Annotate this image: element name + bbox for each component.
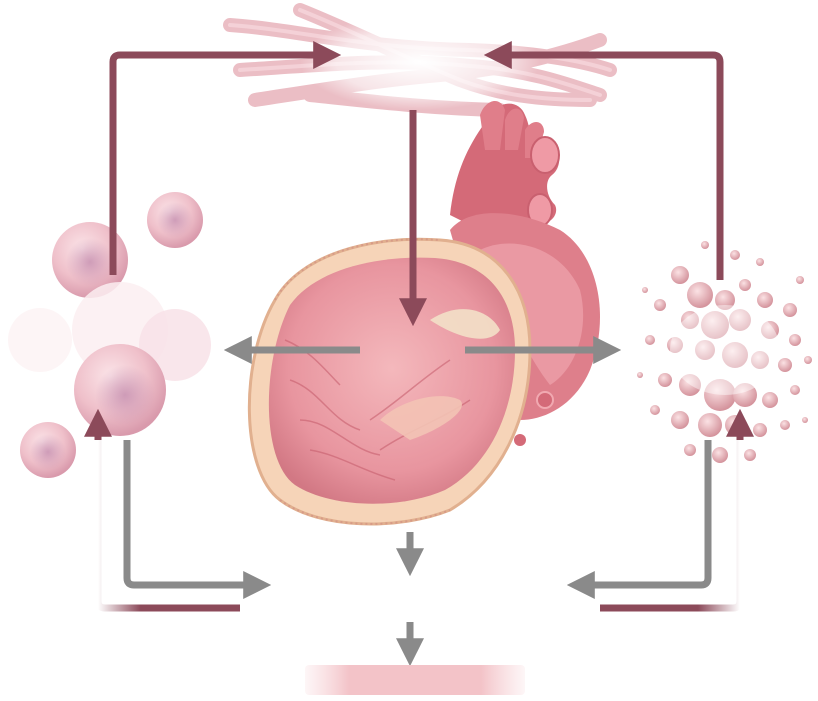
- vesicle-dot: [658, 373, 672, 387]
- vesicle-glow: [670, 305, 780, 395]
- vesicles-icon: [637, 241, 812, 463]
- vesicle-dot: [780, 420, 790, 430]
- vesicle-dot: [698, 413, 722, 437]
- vesicle-dot: [684, 444, 696, 456]
- vesicle-dot: [739, 279, 751, 291]
- vesicle-dot: [783, 303, 797, 317]
- bottom-left-mauve-arrow: [98, 420, 240, 608]
- vesicle-dot: [671, 266, 689, 284]
- vesicle-dot: [654, 299, 666, 311]
- vesicle-dot: [642, 287, 648, 293]
- left-cells-to-center-arrow: [127, 440, 260, 585]
- vesicle-dot: [802, 417, 808, 423]
- vesicle-dot: [730, 250, 740, 260]
- vesicle-dot: [650, 405, 660, 415]
- vesicle-dot: [762, 392, 778, 408]
- vesicle-dot: [753, 423, 767, 437]
- vesicle-dot: [712, 447, 728, 463]
- vesicle-dot: [796, 276, 804, 284]
- vesicle-dot: [744, 449, 756, 461]
- vesicle-dot: [790, 385, 800, 395]
- muscle-fibers-icon: [230, 10, 610, 110]
- right-vesicles-to-center-arrow: [578, 440, 708, 585]
- vesicle-dot: [701, 241, 709, 249]
- vesicle-dot: [789, 334, 801, 346]
- vesicle-dot: [671, 411, 689, 429]
- vesicle-dot: [645, 335, 655, 345]
- vesicle-dot: [804, 356, 812, 364]
- vesicle-dot: [756, 258, 764, 266]
- outcome-box: [305, 665, 525, 695]
- vesicle-dot: [757, 292, 773, 308]
- vesicle-dot: [778, 358, 792, 372]
- vesicle-dot: [637, 372, 643, 378]
- vesicle-dot: [687, 282, 713, 308]
- heart-cross-section-icon: [249, 101, 600, 524]
